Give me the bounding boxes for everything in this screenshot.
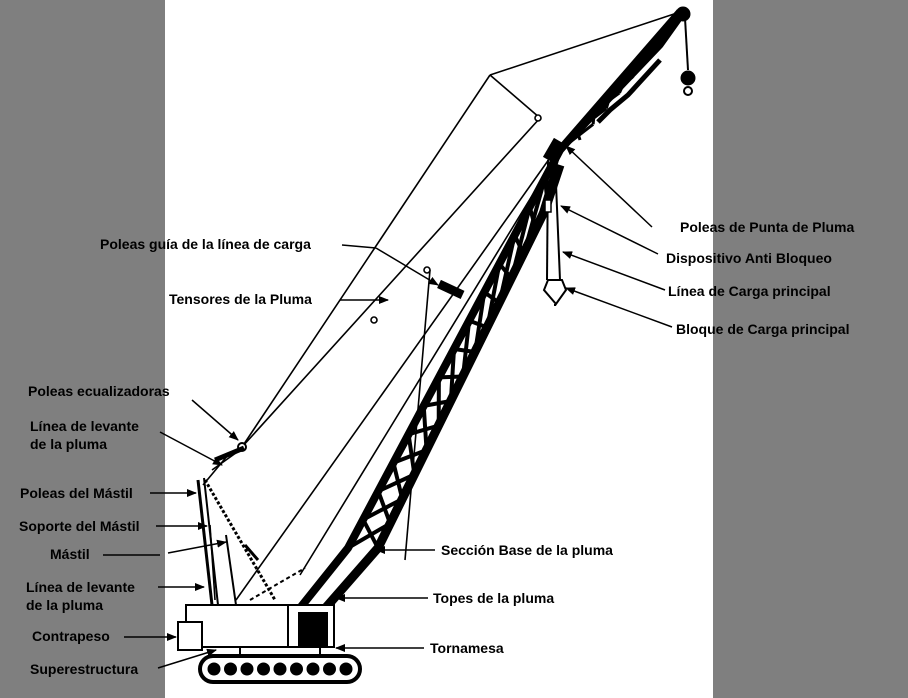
pendant-lines (202, 11, 681, 601)
track-wheel (339, 662, 353, 676)
load-line-guide-1 (299, 149, 561, 576)
track-wheel (290, 662, 303, 676)
lattice-brace (346, 521, 392, 550)
pendant-mid (370, 316, 378, 324)
leader-poleas-guia (341, 244, 377, 249)
mast-leg-3 (225, 534, 237, 606)
label-linea-levante-1b: de la pluma (30, 436, 108, 452)
label-topes: Topes de la pluma (433, 590, 555, 606)
lattice-brace (604, 91, 613, 110)
mast-leg-2 (203, 477, 219, 606)
guide-sheave (423, 266, 431, 274)
tensor-line-1 (241, 117, 541, 448)
label-bloque-carga: Bloque de Carga principal (676, 321, 850, 337)
lattice-brace (485, 263, 502, 328)
boom-stop-dashed (249, 567, 306, 601)
leader-superestructura (157, 648, 217, 669)
label-superestructura: Superestructura (30, 661, 139, 677)
lattice-brace (631, 52, 648, 78)
boom-tip (542, 6, 696, 306)
boom-jib-guard (596, 58, 662, 124)
mast-leg-1 (196, 479, 214, 606)
label-linea-carga: Línea de Carga principal (668, 283, 831, 299)
track-wheel (240, 662, 254, 676)
mast-diag (203, 479, 277, 601)
label-poleas-punta: Poleas de Punta de Pluma (680, 219, 855, 235)
track-wheel (224, 662, 237, 676)
main-load-block (542, 279, 568, 306)
leader-poleas-guia-b (375, 247, 439, 286)
boom (296, 7, 688, 640)
label-linea-levante-1a: Línea de levante (30, 418, 139, 434)
main-load-line-a (546, 159, 549, 281)
leader-anti-bloqueo (560, 205, 659, 255)
label-poleas-guia: Poleas guía de la línea de carga (100, 236, 311, 252)
boom-collar (437, 279, 465, 300)
lattice-brace (509, 206, 532, 279)
label-seccion-base: Sección Base de la pluma (441, 542, 613, 558)
label-soporte-mastil: Soporte del Mástil (19, 518, 140, 534)
lattice-brace (618, 71, 630, 94)
lattice-brace (448, 348, 456, 402)
boom-hoist-line-2 (202, 454, 229, 486)
carbody (177, 604, 362, 684)
track-wheel (257, 662, 270, 676)
tip-hook-ball (680, 70, 696, 86)
pendant-sheave (534, 114, 542, 122)
lattice-brace (576, 107, 608, 132)
leader-poleas-ecualizadoras (191, 399, 239, 441)
boom-lattice (346, 13, 682, 550)
label-poleas-ecualizadoras: Poleas ecualizadoras (28, 383, 170, 399)
lattice-brace (657, 13, 682, 47)
label-poleas-mastil: Poleas del Mástil (20, 485, 133, 501)
lattice-brace (521, 177, 547, 255)
cab (298, 612, 328, 647)
anti-two-block-device (544, 199, 552, 213)
lattice-brace (376, 490, 393, 525)
lattice-brace (497, 234, 517, 304)
leader-bloque-carga (565, 287, 673, 328)
track-wheel (323, 662, 336, 676)
boom-lower-chord (318, 163, 565, 615)
label-linea-levante-2a: Línea de levante (26, 579, 135, 595)
tip-sheave (675, 6, 691, 22)
leader-linea-levante-1 (159, 431, 223, 466)
lattice-brace (473, 291, 487, 353)
lattice-brace (591, 111, 596, 125)
lattice-brace (421, 405, 429, 451)
track-wheel (306, 662, 320, 676)
lattice-brace (644, 32, 665, 63)
tip-sheave-cluster (542, 137, 567, 164)
label-contrapeso: Contrapeso (32, 628, 110, 644)
label-mastil: Mástil (50, 546, 90, 562)
main-load-line-b (554, 159, 561, 281)
label-anti-bloqueo: Dispositivo Anti Bloqueo (666, 250, 832, 266)
label-linea-levante-2b: de la pluma (26, 597, 104, 613)
counterweight (177, 621, 203, 651)
tip-hook-line (684, 17, 689, 71)
leader-lines (103, 145, 673, 669)
tensor-line-2 (235, 154, 553, 601)
leader-poleas-punta (565, 145, 653, 228)
pendant-main (239, 74, 491, 451)
mast-diag-2 (243, 544, 260, 561)
lattice-brace (361, 518, 380, 549)
tip-hook-eye (683, 86, 693, 96)
load-line-guide-2 (404, 269, 431, 561)
label-tensores: Tensores de la Pluma (169, 291, 312, 307)
pendant-top (489, 11, 681, 76)
lattice-brace (362, 497, 404, 522)
track-wheel (273, 662, 287, 676)
label-tornamesa: Tornamesa (430, 640, 504, 656)
lattice-brace (575, 130, 582, 141)
leader-mastil-b (167, 539, 227, 554)
track-wheel (207, 662, 221, 676)
lattice-brace (461, 320, 472, 377)
leader-linea-carga (562, 251, 666, 291)
track-wheels (207, 662, 353, 676)
lattice-brace (391, 462, 405, 500)
pendant-front (489, 74, 541, 119)
